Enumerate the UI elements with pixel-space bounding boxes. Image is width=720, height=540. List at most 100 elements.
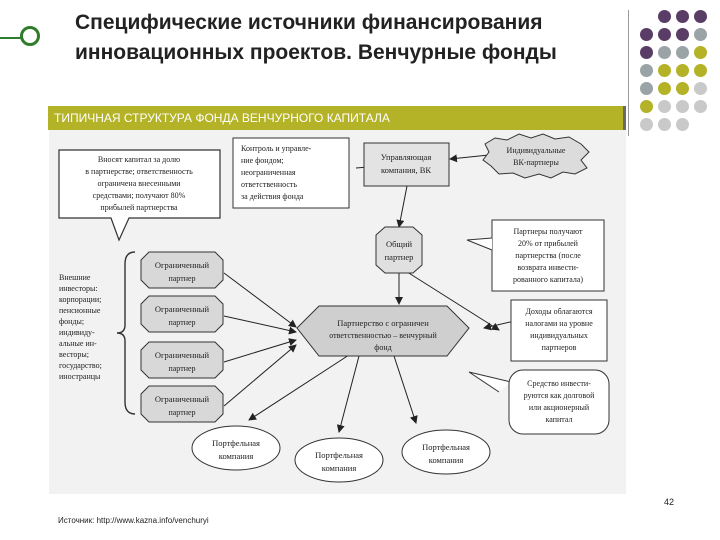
svg-text:партнер: партнер <box>168 408 195 417</box>
decor-dot <box>694 10 707 23</box>
svg-text:партнеров: партнеров <box>542 343 577 352</box>
decor-dot <box>676 64 689 77</box>
decor-dot <box>640 28 653 41</box>
investment-form-note: Средство инвести- руются как долговой ил… <box>468 369 610 435</box>
svg-text:ограничена внесенными: ограничена внесенными <box>97 179 181 188</box>
svg-text:партнер: партнер <box>168 364 195 373</box>
svg-text:компания: компания <box>322 463 357 473</box>
decor-dot <box>640 100 653 113</box>
svg-text:альные ин-: альные ин- <box>59 339 97 348</box>
svg-text:пенсионные: пенсионные <box>59 306 101 315</box>
svg-text:ответственностью – венчурный: ответственностью – венчурный <box>329 331 437 340</box>
svg-text:Ограниченный: Ограниченный <box>155 350 210 360</box>
svg-text:возврата инвести-: возврата инвести- <box>517 263 579 272</box>
svg-text:20% от прибылей: 20% от прибылей <box>518 239 579 248</box>
decor-dot <box>694 28 707 41</box>
svg-text:индивиду-: индивиду- <box>59 328 95 337</box>
svg-text:капитал: капитал <box>546 415 573 424</box>
title-line-1: Специфические источники финансирования <box>75 11 543 34</box>
svg-text:компания: компания <box>219 451 254 461</box>
svg-text:корпорации;: корпорации; <box>59 295 101 304</box>
svg-text:Партнерство с ограничен: Партнерство с ограничен <box>337 318 429 328</box>
svg-text:Ограниченный: Ограниченный <box>155 304 210 314</box>
decor-dot <box>676 118 689 131</box>
external-investors-list: Внешние инвесторы: корпорации; пенсионны… <box>59 273 102 381</box>
svg-text:Индивидуальные: Индивидуальные <box>507 146 566 155</box>
investors-capital-callout: Вносят капитал за долю в партнерстве; от… <box>58 149 221 242</box>
svg-text:руются как долговой: руются как долговой <box>524 391 596 400</box>
svg-text:ние фондом;: ние фондом; <box>241 156 284 165</box>
decor-dot <box>658 46 671 59</box>
decor-dot <box>676 46 689 59</box>
svg-text:Партнеры получают: Партнеры получают <box>513 227 583 236</box>
taxation-note: Доходы облагаются налогами на уровне инд… <box>510 299 608 362</box>
venture-fund-diagram: Вносят капитал за долю в партнерстве; от… <box>49 130 626 494</box>
svg-text:ответственность: ответственность <box>241 180 297 189</box>
decor-dot <box>676 10 689 23</box>
svg-text:фонд: фонд <box>374 343 392 352</box>
limited-partner-node-1: Ограниченный партнер <box>140 251 224 289</box>
svg-text:Контроль и управле-: Контроль и управле- <box>241 144 312 153</box>
limited-partnership-fund-node: Партнерство с ограничен ответственностью… <box>296 305 470 357</box>
investors-brace <box>116 251 136 415</box>
svg-text:иностранцы: иностранцы <box>59 372 101 381</box>
decor-dot <box>676 28 689 41</box>
svg-text:партнерства (после: партнерства (после <box>515 251 581 260</box>
svg-text:ВК-партнеры: ВК-партнеры <box>513 158 559 167</box>
svg-text:государство;: государство; <box>59 361 102 370</box>
slide-title: Специфические источники финансирования и… <box>75 8 620 68</box>
svg-text:компания, ВК: компания, ВК <box>381 165 431 175</box>
diagram-arrows <box>223 154 520 433</box>
decor-dot <box>694 64 707 77</box>
decor-dot <box>658 10 671 23</box>
general-partner-node: Общий партнер <box>375 226 423 274</box>
svg-text:Ограниченный: Ограниченный <box>155 394 210 404</box>
svg-text:партнер: партнер <box>168 318 195 327</box>
svg-text:Ограниченный: Ограниченный <box>155 260 210 270</box>
svg-text:Портфельная: Портфельная <box>212 438 260 448</box>
individual-partners-cloud: Индивидуальные ВК-партнеры <box>482 133 590 179</box>
decor-dot <box>658 82 671 95</box>
svg-text:или акционерный: или акционерный <box>529 403 590 412</box>
title-line-2: инновационных проектов. Венчурные фонды <box>75 41 557 64</box>
svg-text:Портфельная: Портфельная <box>422 442 470 452</box>
limited-partner-node-3: Ограниченный партнер <box>140 341 224 379</box>
svg-text:компания: компания <box>429 455 464 465</box>
svg-text:Доходы облагаются: Доходы облагаются <box>525 307 592 316</box>
svg-text:прибылей партнерства: прибылей партнерства <box>100 203 178 212</box>
title-accent-line <box>0 37 22 39</box>
diagram-svg: Вносят капитал за долю в партнерстве; от… <box>58 133 610 483</box>
svg-text:Внешние: Внешние <box>59 273 91 282</box>
svg-text:Средство инвести-: Средство инвести- <box>527 379 591 388</box>
source-caption: Источник: http://www.kazna.info/venchury… <box>58 516 209 525</box>
svg-text:за действия фонда: за действия фонда <box>241 192 304 201</box>
decor-dot <box>640 64 653 77</box>
decor-dot <box>658 64 671 77</box>
diagram-banner: ТИПИЧНАЯ СТРУКТУРА ФОНДА ВЕНЧУРНОГО КАПИ… <box>48 106 626 130</box>
profit-share-note: Партнеры получают 20% от прибылей партне… <box>466 219 605 292</box>
portfolio-company-node-1: Портфельная компания <box>191 425 281 471</box>
management-company-node: Управляющая компания, ВК <box>363 142 450 187</box>
decor-dot <box>676 100 689 113</box>
portfolio-company-node-2: Портфельная компания <box>294 437 384 483</box>
svg-text:рованного капитала): рованного капитала) <box>513 275 583 284</box>
svg-text:Портфельная: Портфельная <box>315 450 363 460</box>
decor-dot <box>640 46 653 59</box>
portfolio-company-node-3: Портфельная компания <box>401 429 491 475</box>
svg-text:неограниченная: неограниченная <box>241 168 296 177</box>
svg-text:Управляющая: Управляющая <box>381 152 432 162</box>
page-number: 42 <box>664 497 675 507</box>
title-accent-circle <box>20 26 40 46</box>
decor-dot <box>694 82 707 95</box>
decor-dot <box>694 100 707 113</box>
svg-text:налогами на уровне: налогами на уровне <box>525 319 593 328</box>
decor-dot <box>658 118 671 131</box>
svg-text:Вносят капитал за долю: Вносят капитал за долю <box>98 155 180 164</box>
decor-dot <box>694 46 707 59</box>
limited-partner-node-4: Ограниченный партнер <box>140 385 224 423</box>
control-note: Контроль и управле- ние фондом; неограни… <box>232 137 350 209</box>
svg-text:средствами; получают 80%: средствами; получают 80% <box>93 191 186 200</box>
decor-dot <box>676 82 689 95</box>
decor-dot <box>640 118 653 131</box>
decor-vertical-line <box>628 10 629 136</box>
